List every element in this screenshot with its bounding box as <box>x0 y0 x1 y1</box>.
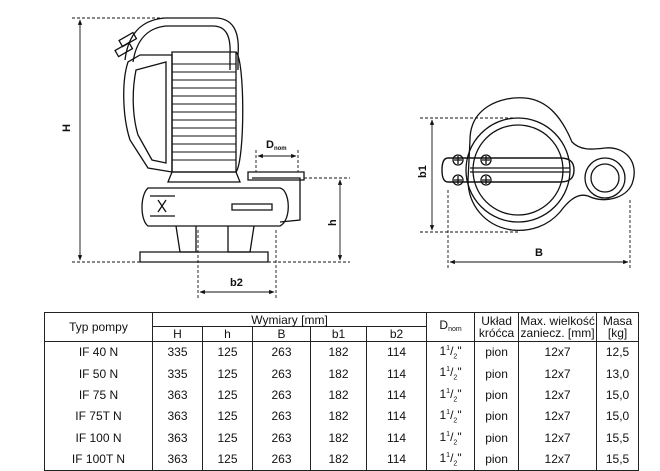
cell-H: 335 <box>152 363 203 385</box>
dimension-b2 <box>197 230 277 298</box>
cell-layout: pion <box>474 363 520 385</box>
cell-b1: 182 <box>310 363 367 385</box>
cell-maxsize: 12x7 <box>518 341 598 364</box>
header-Dnom: Dnom <box>426 312 476 342</box>
cell-Dnom: 11/2" <box>426 448 476 471</box>
cell-b2: 114 <box>365 341 428 364</box>
dim-label-Dnom: Dnom <box>266 139 287 152</box>
cell-type: IF 100 N <box>44 427 153 449</box>
cell-H: 363 <box>152 384 203 407</box>
cell-layout: pion <box>474 406 520 428</box>
header-dimensions-group: Wymiary [mm] <box>151 312 428 327</box>
technical-drawing: H h b2 Dnom <box>61 17 635 298</box>
dnom-fraction: 11/2" <box>439 450 462 468</box>
cell-maxsize: 12x7 <box>518 384 598 407</box>
cell-H: 363 <box>152 448 203 471</box>
dnom-fraction: 11/2" <box>439 386 462 404</box>
header-b1: b1 <box>310 326 367 342</box>
dnom-fraction: 11/2" <box>439 344 462 361</box>
cell-b2: 114 <box>365 363 428 385</box>
cell-type: IF 50 N <box>44 363 153 385</box>
dim-label-b2: b2 <box>230 277 243 289</box>
cell-Dnom: 11/2" <box>426 427 476 449</box>
dimension-h <box>268 177 350 263</box>
dim-label-b1: b1 <box>417 165 429 178</box>
cell-B: 263 <box>252 448 311 471</box>
cell-mass: 12,5 <box>596 341 640 364</box>
cell-H: 363 <box>152 427 203 449</box>
cell-Dnom: 11/2" <box>426 384 476 407</box>
header-mass: Masa[kg] <box>596 312 640 342</box>
dnom-fraction: 11/2" <box>439 408 462 425</box>
cell-layout: pion <box>474 341 520 364</box>
cell-H: 335 <box>152 341 203 364</box>
cell-h: 125 <box>202 363 253 385</box>
cell-B: 263 <box>252 384 311 407</box>
cell-B: 263 <box>252 406 311 428</box>
cell-b2: 114 <box>365 427 428 449</box>
pump-side-view <box>114 17 305 263</box>
cell-h: 125 <box>202 448 253 471</box>
cell-B: 263 <box>252 363 311 385</box>
cell-maxsize: 12x7 <box>518 406 598 428</box>
cell-h: 125 <box>202 341 253 364</box>
dimension-H <box>72 17 180 263</box>
cell-B: 263 <box>252 341 311 364</box>
cell-layout: pion <box>474 427 520 449</box>
cell-h: 125 <box>202 427 253 449</box>
cell-b1: 182 <box>310 341 367 364</box>
cell-b1: 182 <box>310 384 367 407</box>
dim-label-B: B <box>535 247 543 259</box>
cell-b1: 182 <box>310 406 367 428</box>
cell-maxsize: 12x7 <box>518 363 598 385</box>
cell-h: 125 <box>202 384 253 407</box>
header-h: h <box>202 326 253 342</box>
header-pump-type: Typ pompy <box>44 312 153 342</box>
dimension-b1 <box>420 117 520 233</box>
cell-Dnom: 11/2" <box>426 406 476 428</box>
cell-H: 363 <box>152 406 203 428</box>
cell-b1: 182 <box>310 448 367 471</box>
cell-mass: 15,0 <box>596 406 640 428</box>
dimension-B <box>447 190 631 268</box>
header-H: H <box>152 326 203 342</box>
cell-b2: 114 <box>365 384 428 407</box>
cell-b2: 114 <box>365 448 428 471</box>
cell-Dnom: 11/2" <box>426 363 476 385</box>
cell-b2: 114 <box>365 406 428 428</box>
dim-label-H: H <box>61 124 73 132</box>
cell-mass: 15,0 <box>596 384 640 407</box>
cell-layout: pion <box>474 384 520 407</box>
header-b2: b2 <box>365 326 428 342</box>
dnom-fraction: 11/2" <box>439 429 462 446</box>
header-B: B <box>252 326 311 342</box>
cell-type: IF 75T N <box>44 406 153 428</box>
cell-type: IF 75 N <box>44 384 153 407</box>
cell-layout: pion <box>474 448 520 471</box>
cell-h: 125 <box>202 406 253 428</box>
cell-type: IF 40 N <box>44 341 153 364</box>
cell-maxsize: 12x7 <box>518 427 598 449</box>
dim-label-h: h <box>327 219 339 226</box>
cell-B: 263 <box>252 427 311 449</box>
cell-type: IF 100T N <box>44 448 153 471</box>
cell-Dnom: 11/2" <box>426 341 476 364</box>
cell-b1: 182 <box>310 427 367 449</box>
cell-mass: 13,0 <box>596 363 640 385</box>
dnom-fraction: 11/2" <box>439 365 462 382</box>
cell-mass: 15,5 <box>596 427 640 449</box>
dimension-Dnom <box>255 150 299 172</box>
cell-maxsize: 12x7 <box>518 448 598 471</box>
cell-mass: 15,5 <box>596 448 640 471</box>
